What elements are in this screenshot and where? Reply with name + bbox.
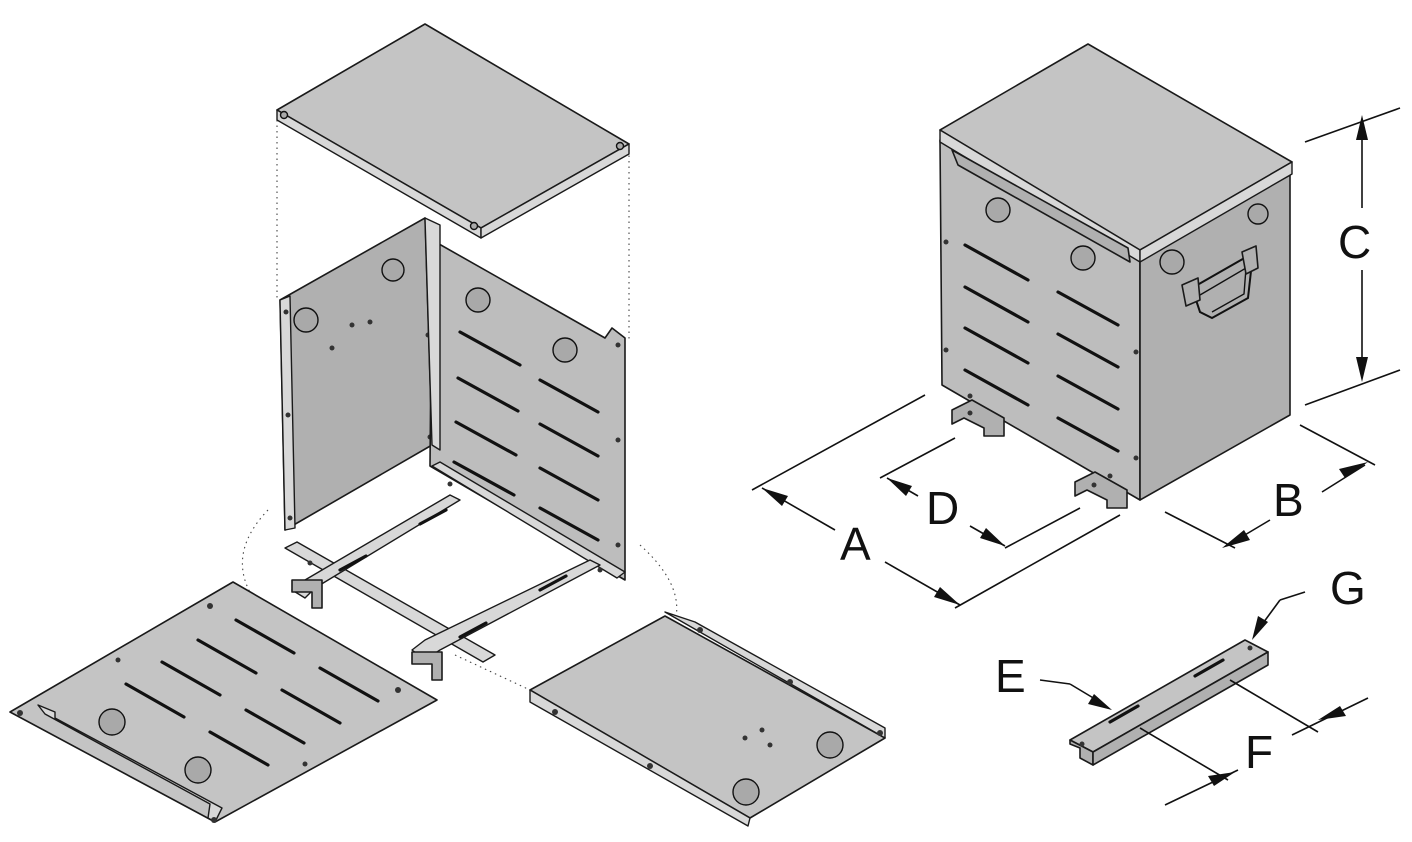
- label-a: A: [840, 518, 871, 570]
- top-cover-lid: [276, 23, 630, 239]
- label-e: E: [995, 650, 1026, 702]
- label-b: B: [1273, 474, 1304, 526]
- bottom-left-panel: [9, 581, 438, 823]
- enclosure-bottom-frame: [284, 461, 626, 681]
- foot-detail-view: [1039, 591, 1369, 806]
- label-f: F: [1245, 726, 1273, 778]
- label-g: G: [1330, 562, 1366, 614]
- enclosure-handle: [1181, 245, 1259, 320]
- dimension-lines: [751, 107, 1401, 609]
- dimension-label-group: C B A D E F G: [840, 216, 1371, 778]
- enclosure-back-wall: [424, 217, 626, 581]
- label-c: C: [1338, 216, 1371, 268]
- bottom-right-panel: [529, 611, 886, 827]
- mounting-feet: [951, 399, 1128, 509]
- label-d: D: [926, 482, 959, 534]
- exploded-enclosure-view: [9, 23, 886, 827]
- enclosure-left-wall: [279, 217, 433, 531]
- assembled-enclosure-view: [939, 43, 1293, 509]
